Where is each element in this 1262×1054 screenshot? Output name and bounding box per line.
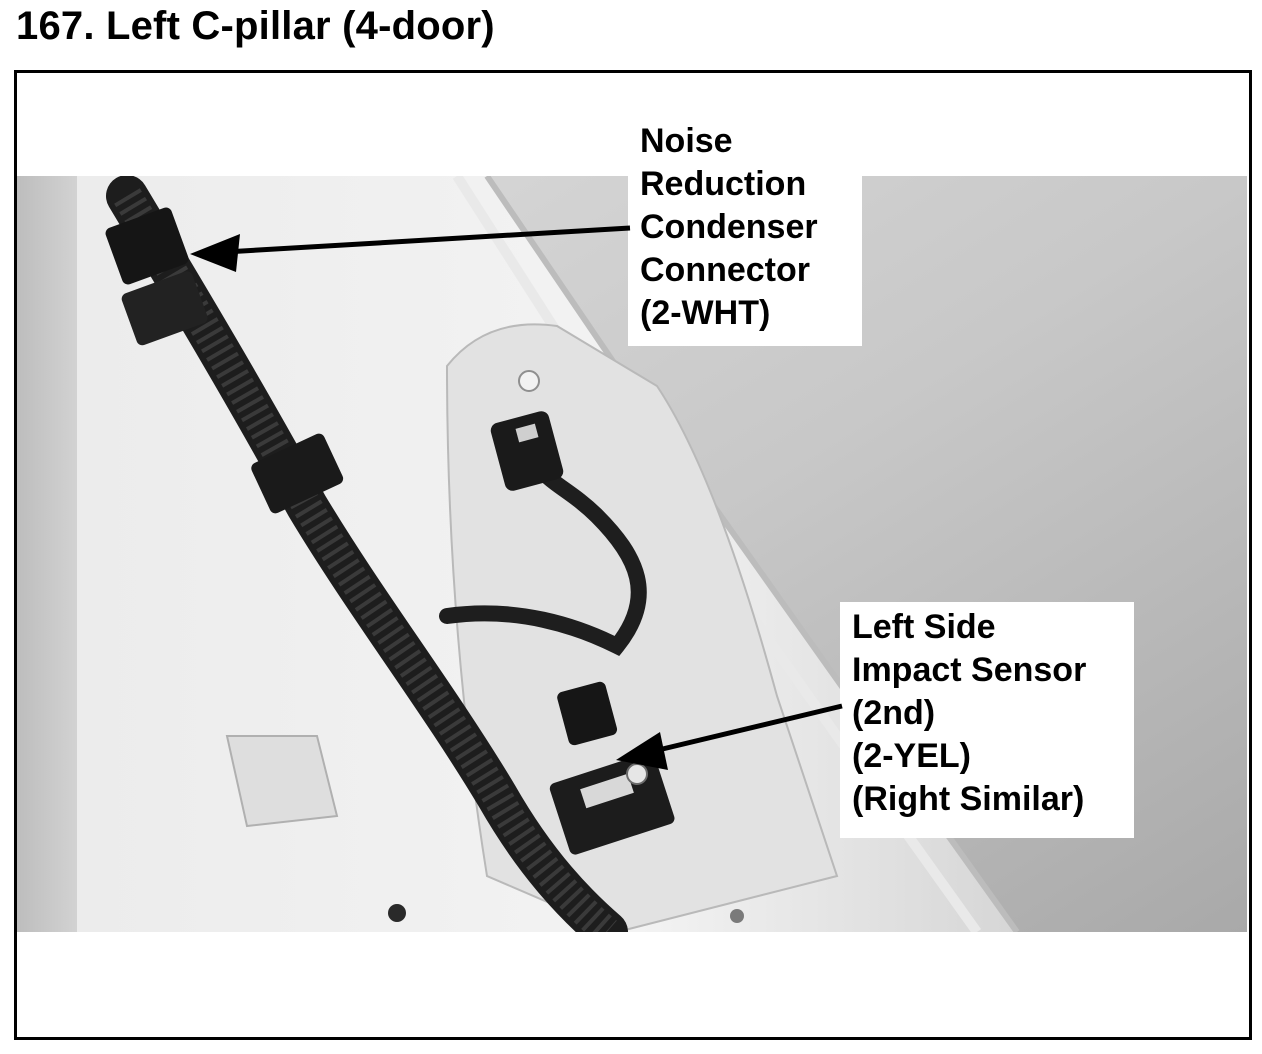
callout-line: (2-YEL) <box>852 737 971 775</box>
callout-line: (2nd) <box>852 694 936 732</box>
page-title: 167. Left C-pillar (4-door) <box>16 4 495 48</box>
callout-left-side-impact-sensor: Left Side Impact Sensor (2nd) (2-YEL) (R… <box>840 602 1134 838</box>
callout-line: Left Side <box>852 608 996 646</box>
callout-line: Connector <box>640 251 810 289</box>
callout-line: Condenser <box>640 208 818 246</box>
callout-line: Noise <box>640 122 733 160</box>
callout-noise-reduction-condenser-connector: Noise Reduction Condenser Connector (2-W… <box>628 116 862 346</box>
callout-line: Impact Sensor <box>852 651 1087 689</box>
callout-line: (2-WHT) <box>640 294 771 332</box>
callout-line: Reduction <box>640 165 807 203</box>
callout-line: (Right Similar) <box>852 780 1085 818</box>
